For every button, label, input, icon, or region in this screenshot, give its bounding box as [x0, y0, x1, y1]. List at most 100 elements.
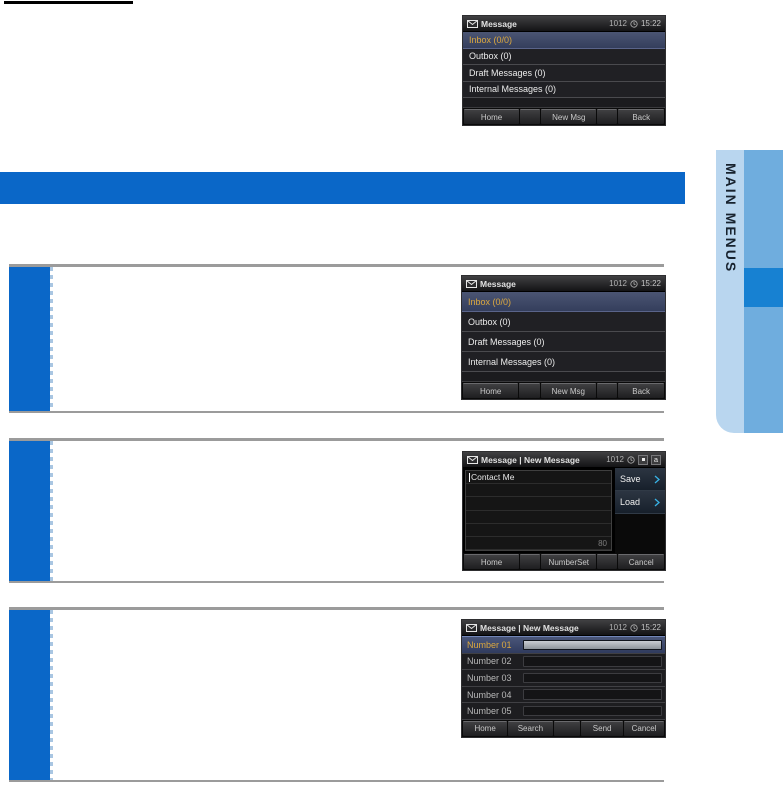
softkey-label: Home [480, 557, 503, 567]
terminal-id: 1012 [609, 279, 627, 288]
save-button-label: Save [620, 474, 641, 484]
step-divider [9, 264, 664, 267]
status-time: 15:22 [640, 279, 661, 288]
number-input-05[interactable] [523, 705, 662, 717]
list-item-label: Inbox (0/0) [468, 296, 512, 307]
softkey-search[interactable]: Search [508, 720, 553, 736]
text-line [466, 497, 611, 511]
phone-header: Message 1012 15:22 [463, 16, 665, 32]
status-time: 15:22 [640, 623, 661, 632]
number-input-04[interactable] [523, 689, 662, 700]
number-row-03: Number 03 [462, 670, 665, 687]
step-divider [9, 780, 664, 782]
softkey-new-msg[interactable]: New Msg [541, 109, 597, 124]
step-marker-2 [9, 441, 53, 581]
step-divider [9, 438, 664, 441]
softkey-home[interactable]: Home [463, 383, 519, 398]
chapter-tab-label: MAIN MENUS [723, 163, 739, 274]
softkey-blank [597, 383, 618, 398]
terminal-id: 1012 [609, 19, 627, 28]
softkey-blank [520, 109, 541, 124]
number-input-02[interactable] [523, 656, 662, 667]
softkey-send[interactable]: Send [581, 720, 624, 736]
status-time: 15:22 [640, 19, 661, 28]
list-item-label: Internal Messages (0) [469, 84, 557, 95]
step-marker-1 [9, 267, 53, 411]
phone-screen-message-list: Message 1012 15:22 Inbox (0/0) Outbox (0… [463, 16, 665, 125]
softkey-label: Back [632, 386, 651, 396]
phone-title: Message | New Message [480, 622, 579, 633]
list-item-internal-messages[interactable]: Internal Messages (0) [462, 352, 665, 372]
list-item-label: Inbox (0/0) [469, 34, 513, 45]
text-line [466, 511, 611, 524]
softkey-label: New Msg [551, 386, 585, 396]
number-field-label: Number 04 [467, 689, 512, 700]
message-body-text: Contact Me [471, 472, 515, 483]
clock-icon [630, 279, 638, 288]
phone-screen-new-message-compose: Message | New Message 1012 a Contact Me … [463, 452, 665, 570]
phone-header: Message | New Message 1012 a [463, 452, 665, 468]
chapter-tab-light-strip [716, 150, 744, 433]
softkey-back[interactable]: Back [618, 383, 665, 398]
list-item-outbox[interactable]: Outbox (0) [462, 312, 665, 332]
list-item-draft-messages[interactable]: Draft Messages (0) [463, 65, 665, 82]
phone-header: Message 1012 15:22 [462, 276, 665, 292]
chapter-tab: MAIN MENUS [716, 150, 783, 433]
softkey-blank [553, 720, 581, 736]
text-line [466, 524, 611, 537]
softkey-label: Home [480, 386, 502, 396]
number-field-label: Number 05 [467, 706, 512, 717]
list-item-label: Outbox (0) [468, 316, 511, 327]
softkey-label: Search [517, 724, 544, 734]
softkey-label: Cancel [631, 724, 657, 734]
softkey-bar: Home New Msg Back [463, 108, 665, 125]
number-field-label: Number 01 [467, 639, 512, 650]
terminal-id: 1012 [609, 623, 627, 632]
message-text-area[interactable]: Contact Me 80 [465, 470, 612, 551]
message-icon [467, 19, 478, 28]
clock-icon [630, 19, 638, 28]
list-item-inbox[interactable]: Inbox (0/0) [463, 32, 665, 49]
save-button[interactable]: Save [615, 468, 665, 491]
heading-underline [4, 1, 133, 4]
softkey-numberset[interactable]: NumberSet [541, 554, 597, 569]
number-row-01: Number 01 [462, 636, 665, 654]
load-button-label: Load [620, 497, 641, 507]
softkey-home[interactable]: Home [463, 720, 508, 736]
softkey-home[interactable]: Home [464, 554, 520, 569]
empty-row [462, 372, 665, 382]
number-field-label: Number 03 [467, 672, 512, 683]
softkey-bar: Home New Msg Back [462, 382, 665, 399]
list-item-draft-messages[interactable]: Draft Messages (0) [462, 332, 665, 352]
softkey-cancel[interactable]: Cancel [618, 554, 664, 569]
clock-icon [630, 623, 638, 632]
load-button[interactable]: Load [615, 491, 665, 514]
softkey-home[interactable]: Home [464, 109, 520, 124]
compose-body: Contact Me 80 Save Load [463, 468, 665, 553]
text-cursor [469, 472, 470, 482]
number-row-04: Number 04 [462, 686, 665, 704]
number-row-05: Number 05 [462, 703, 665, 720]
number-input-03[interactable] [523, 672, 662, 684]
number-input-01[interactable] [523, 639, 662, 651]
softkey-new-msg[interactable]: New Msg [540, 383, 597, 398]
list-item-internal-messages[interactable]: Internal Messages (0) [463, 81, 665, 98]
softkey-blank [597, 554, 618, 569]
step-divider [9, 607, 664, 610]
softkey-label: Cancel [628, 557, 654, 567]
softkey-label: Home [474, 724, 496, 734]
message-icon [466, 279, 477, 288]
text-line [466, 484, 611, 498]
phone-title: Message [480, 278, 516, 289]
empty-row [463, 98, 665, 108]
character-counter: 80 [598, 539, 607, 548]
list-item-inbox[interactable]: Inbox (0/0) [462, 292, 665, 312]
phone-title: Message [481, 18, 517, 29]
list-item-label: Outbox (0) [469, 51, 512, 62]
softkey-back[interactable]: Back [618, 109, 664, 124]
list-item-outbox[interactable]: Outbox (0) [463, 48, 665, 65]
softkey-cancel[interactable]: Cancel [624, 720, 664, 736]
clock-icon [627, 455, 635, 464]
number-field-label: Number 02 [467, 656, 512, 667]
list-item-label: Draft Messages (0) [468, 336, 545, 347]
